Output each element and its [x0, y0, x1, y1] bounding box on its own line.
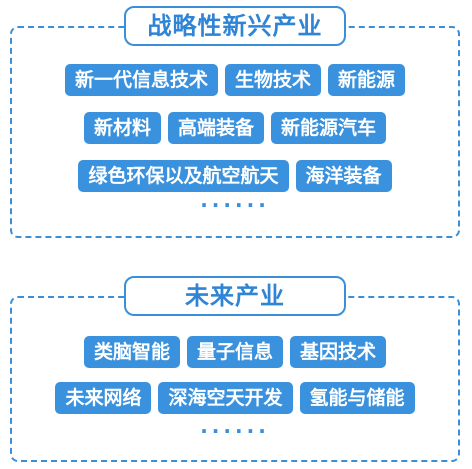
tag-biotech: 生物技术: [224, 64, 321, 96]
tag-future-network: 未来网络: [55, 382, 152, 414]
tag-row: 未来网络 深海空天开发 氢能与储能: [12, 382, 458, 414]
tag-row: 新一代信息技术 生物技术 新能源: [12, 64, 458, 96]
tag-marine-equipment: 海洋装备: [295, 160, 392, 192]
tag-new-energy-vehicles: 新能源汽车: [271, 112, 387, 144]
tag-green-aerospace: 绿色环保以及航空航天: [78, 160, 289, 192]
tag-new-materials: 新材料: [83, 112, 161, 144]
tag-next-gen-it: 新一代信息技术: [64, 64, 218, 96]
tag-row: 绿色环保以及航空航天 海洋装备: [12, 160, 458, 192]
ellipsis: ······: [200, 419, 270, 443]
tag-row: 类脑智能 量子信息 基因技术: [12, 336, 458, 368]
tag-high-end-equipment: 高端装备: [167, 112, 264, 144]
future-industries-panel: 未来产业 类脑智能 量子信息 基因技术 未来网络 深海空天开发 氢能与储能 ··…: [10, 276, 460, 462]
tag-brain-inspired-ai: 类脑智能: [83, 336, 180, 368]
tag-row: 新材料 高端装备 新能源汽车: [12, 112, 458, 144]
tag-new-energy: 新能源: [328, 64, 406, 96]
panel-title-future: 未来产业: [124, 276, 346, 316]
tag-quantum-info: 量子信息: [186, 336, 283, 368]
ellipsis: ······: [200, 193, 270, 217]
tag-gene-tech: 基因技术: [290, 336, 387, 368]
strategic-industries-panel: 战略性新兴产业 新一代信息技术 生物技术 新能源 新材料 高端装备 新能源汽车 …: [10, 6, 460, 238]
tag-hydrogen-storage: 氢能与储能: [299, 382, 415, 414]
panel-title-strategic: 战略性新兴产业: [124, 6, 346, 46]
tag-deep-sea-space: 深海空天开发: [158, 382, 293, 414]
